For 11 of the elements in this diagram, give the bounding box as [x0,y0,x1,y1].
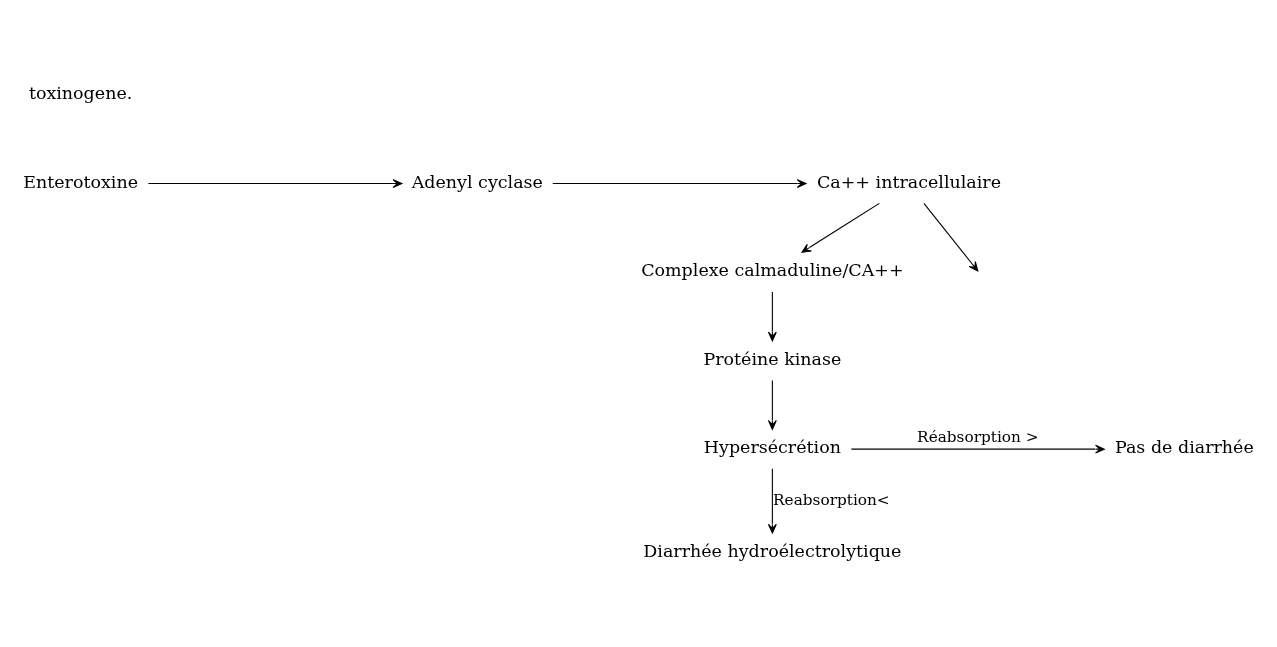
edge-label: Réabsorption > [917,427,1039,446]
node-text: Enterotoxine [23,171,138,192]
edge-label: Reabsorption< [773,490,890,509]
node-text: Diarrhée hydroélectrolytique [643,540,902,561]
node-text: Ca++ intracellulaire [816,171,1002,192]
node-text: Protéine kinase [703,348,842,369]
node-text: Hypersécrétion [703,436,841,457]
node-text: Complexe calmaduline/CA++ [641,259,904,280]
node-text: Adenyl cyclase [411,171,543,192]
node-text: Pas de diarrhée [1114,436,1254,457]
label: toxinogene. [28,82,133,103]
